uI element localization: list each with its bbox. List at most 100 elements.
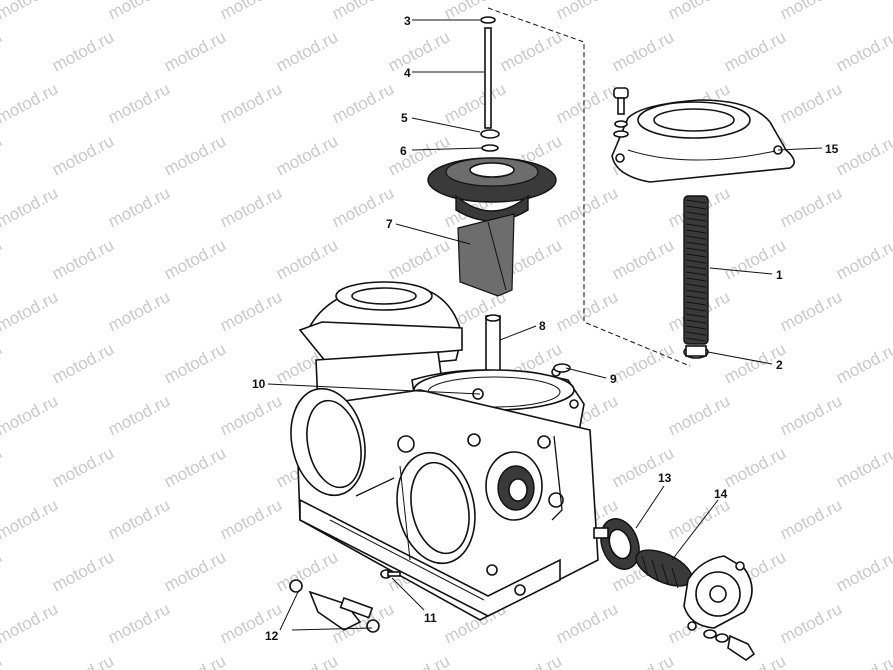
watermark-text: motod.ru (777, 391, 845, 439)
watermark-text: motod.ru (553, 287, 621, 335)
watermark-text: motod.ru (161, 651, 229, 670)
watermark-text: motod.ru (49, 651, 117, 670)
watermark-text: motod.ru (329, 0, 397, 24)
watermark-text: motod.ru (833, 651, 893, 670)
watermark-text: motod.ru (721, 27, 789, 75)
watermark-text: motod.ru (273, 547, 341, 595)
watermark-text: motod.ru (105, 391, 173, 439)
watermark-text: motod.ru (553, 79, 621, 127)
rear-carburetor-body (298, 281, 463, 405)
carburetor-bore-fitting (485, 451, 543, 521)
watermark-text: motod.ru (385, 27, 453, 75)
watermark-text: motod.ru (105, 495, 173, 543)
watermark-text: motod.ru (105, 287, 173, 335)
jet-needle-parts (480, 16, 500, 152)
watermark-text: motod.ru (0, 287, 61, 335)
callout-leaders (267, 19, 823, 631)
linkage-details (355, 433, 564, 596)
watermark-text: motod.ru (385, 651, 453, 670)
watermark-text: motod.ru (0, 235, 5, 283)
watermark-text: motod.ru (161, 339, 229, 387)
watermark-text: motod.ru (833, 443, 893, 491)
vacuum-chamber-cover (611, 99, 795, 183)
watermark-text: motod.ru (273, 131, 341, 179)
watermark-text: motod.ru (553, 183, 621, 231)
watermark-text: motod.ru (49, 443, 117, 491)
return-spring (683, 195, 709, 345)
watermark-text: motod.ru (217, 495, 285, 543)
watermark-text: motod.ru (0, 547, 5, 595)
watermark-text: motod.ru (777, 79, 845, 127)
assembly-guide-line (487, 7, 691, 367)
watermark-text: motod.ru (721, 443, 789, 491)
watermark-text: motod.ru (889, 79, 893, 127)
watermark-text: motod.ru (105, 79, 173, 127)
enrichener-diaphragm (593, 518, 640, 570)
watermark-text: motod.ru (665, 495, 733, 543)
watermark-text: motod.ru (889, 183, 893, 231)
watermark-text: motod.ru (833, 131, 893, 179)
callout-4: 4 (404, 66, 411, 80)
watermark-text: motod.ru (833, 235, 893, 283)
spring-seat (683, 345, 709, 359)
callout-2: 2 (776, 358, 783, 372)
watermark-text: motod.ru (441, 79, 509, 127)
watermark-text: motod.ru (889, 391, 893, 439)
small-screw (380, 569, 401, 579)
watermark-text: motod.ru (217, 79, 285, 127)
watermark-text: motod.ru (217, 0, 285, 24)
watermark-text: motod.ru (217, 183, 285, 231)
watermark-text: motod.ru (0, 443, 5, 491)
intake-bell-right (396, 451, 476, 565)
watermark-text: motod.ru (161, 547, 229, 595)
watermark-text: motod.ru (833, 27, 893, 75)
watermark-text: motod.ru (777, 0, 845, 24)
watermark-text: motod.ru (273, 651, 341, 670)
watermark-text: motod.ru (329, 79, 397, 127)
cover-screw-stack (613, 87, 629, 138)
watermark-text: motod.ru (0, 599, 61, 647)
callout-13: 13 (658, 471, 672, 485)
callout-8: 8 (539, 319, 546, 333)
watermark-text: motod.ru (217, 287, 285, 335)
watermark-text: motod.ru (609, 235, 677, 283)
watermark-text: motod.ru (889, 495, 893, 543)
watermark-text: motod.ru (217, 391, 285, 439)
watermark-text: motod.ru (385, 235, 453, 283)
watermark-text: motod.ru (49, 27, 117, 75)
watermark-text: motod.ru (0, 79, 61, 127)
watermark-text: motod.ru (49, 235, 117, 283)
watermark-text: motod.ru (609, 339, 677, 387)
callout-12: 12 (265, 629, 279, 643)
watermark-text: motod.ru (777, 599, 845, 647)
watermark-text: motod.ru (161, 235, 229, 283)
callout-14: 14 (714, 487, 728, 501)
callout-7: 7 (386, 217, 393, 231)
watermark-text: motod.ru (0, 183, 61, 231)
callout-9: 9 (610, 372, 617, 386)
intake-bell-left (290, 387, 366, 497)
watermark-text: motod.ru (0, 27, 5, 75)
watermark-text: motod.ru (161, 443, 229, 491)
watermark-text: motod.ru (105, 0, 173, 24)
watermark-text: motod.ru (105, 183, 173, 231)
watermark-text: motod.ru (721, 651, 789, 670)
watermark-text: motod.ru (161, 27, 229, 75)
watermark-text: motod.ru (833, 547, 893, 595)
watermark-text: motod.ru (553, 0, 621, 24)
callout-1: 1 (776, 268, 783, 282)
watermark-text: motod.ru (665, 391, 733, 439)
watermark-text: motod.ru (0, 131, 5, 179)
watermark-text: motod.ru (497, 27, 565, 75)
watermark-text: motod.ru (49, 547, 117, 595)
watermark-text: motod.ru (49, 131, 117, 179)
watermark-text: motod.ru (105, 599, 173, 647)
fuel-inlet-fitting (289, 579, 380, 633)
callout-6: 6 (400, 144, 407, 158)
watermark-text: motod.ru (889, 599, 893, 647)
callout-11: 11 (424, 611, 437, 625)
watermark-text: motod.ru (0, 495, 61, 543)
watermark-text: motod.ru (777, 495, 845, 543)
watermark-text: motod.ru (273, 235, 341, 283)
